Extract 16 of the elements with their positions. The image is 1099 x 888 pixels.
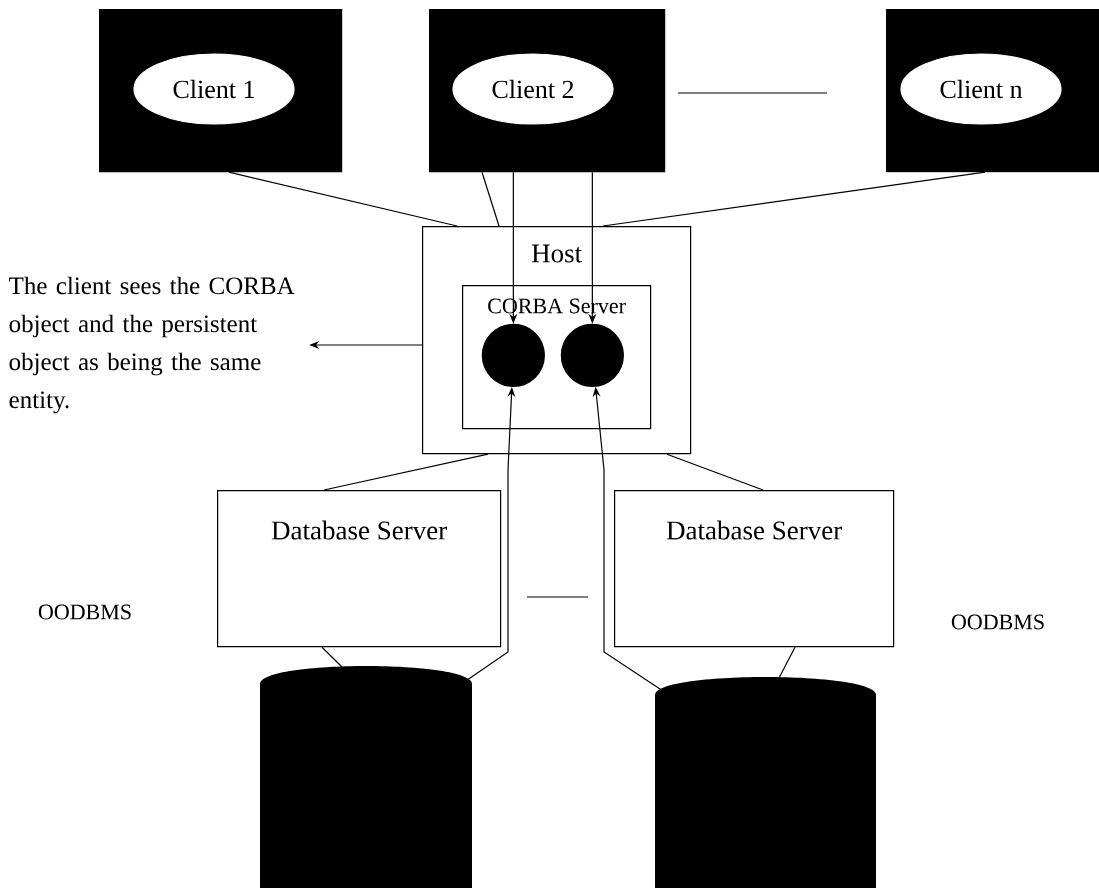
connector-line: [778, 646, 796, 679]
connector-line: [481, 171, 500, 227]
server-box: Database Server: [217, 490, 502, 648]
database-cylinder: [260, 666, 472, 888]
database-cylinder: [655, 677, 876, 888]
database-label: OODBMS: [38, 604, 131, 620]
database-label: OODBMS: [951, 614, 1044, 630]
connector-line: [228, 171, 458, 227]
server-box: Database Server: [614, 490, 895, 648]
object-circle: [560, 323, 624, 387]
connector-line: [666, 453, 764, 491]
connector-line: [602, 171, 986, 227]
object-circle: [481, 323, 545, 387]
connector-line: [321, 646, 343, 668]
connector-line: [323, 453, 489, 491]
note-text: The client sees the CORBA object and the persistent object as being the same entity.: [9, 276, 295, 414]
